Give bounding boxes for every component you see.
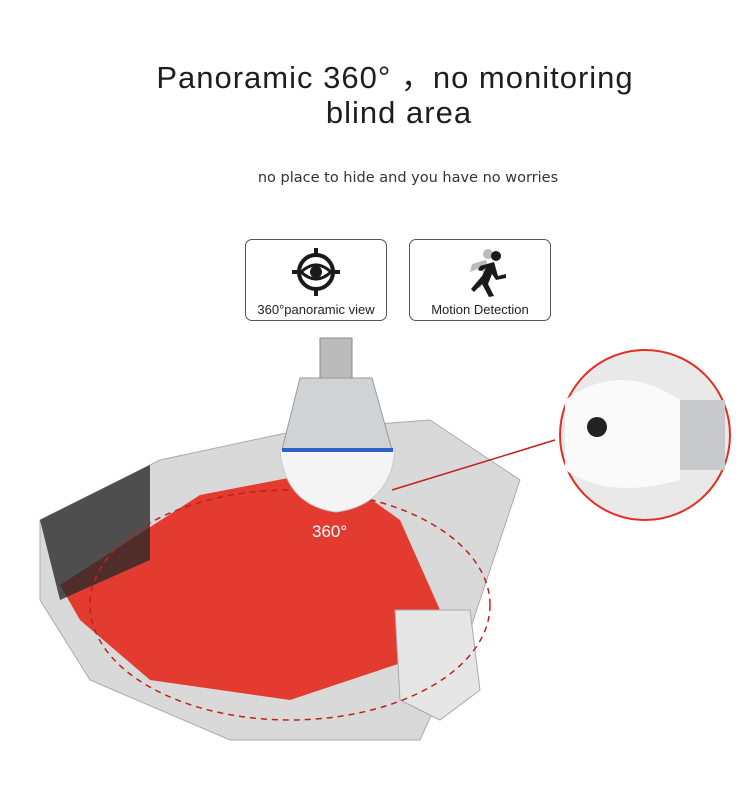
headline-line-2: blind area (325, 95, 473, 130)
eye-target-icon (292, 248, 340, 296)
running-man-icon (470, 249, 506, 297)
floorplan-illustration (39, 337, 731, 741)
bulb-camera (279, 337, 396, 513)
coverage-area (60, 470, 440, 700)
camera-lens (587, 417, 607, 437)
patio (394, 609, 481, 721)
headline-line-1: Panoramic 360° ，no monitoring (156, 60, 634, 95)
feature-label: Motion Detection (431, 302, 529, 317)
subtitle: no place to hide and you have no worries (257, 170, 559, 186)
coverage-label: 360° (312, 522, 348, 541)
window-wall (40, 465, 150, 600)
feature-motion-detection: Motion Detection (409, 239, 551, 321)
coverage-circle (89, 489, 491, 721)
feature-panoramic-view: 360°panoramic view (245, 239, 387, 321)
feature-label: 360°panoramic view (257, 302, 375, 317)
